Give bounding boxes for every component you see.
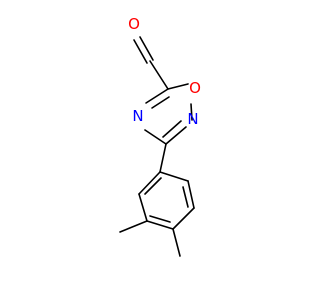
methyl-bond-upper [119,220,148,233]
molecule-drawing: O O N N [119,15,201,257]
ring-nitrogen-lower-label: N [187,110,198,128]
benzene-bond-3 [172,207,195,230]
ring-oxygen-label: O [189,79,201,97]
bonds [119,36,195,257]
aldehyde-c-ring-bond [149,60,169,90]
benzene-bond-5 [138,193,148,222]
methyl-bond-lower [172,228,181,257]
ring-n2-c3-bond-b [162,120,182,138]
ring-n4-c5-bond-a [145,88,169,104]
ring-o1-n2-bond [190,103,193,121]
benzene-bond-2-inner [182,186,189,208]
carbonyl-oxygen-label: O [128,15,140,33]
ring-c3-n4-bond [144,129,167,145]
benzene-bond-6-inner [144,177,162,195]
structure-canvas: O O N N [119,15,201,257]
ring-aryl-bond [159,143,167,173]
benzene-bond-4 [146,220,174,230]
aldehyde-co-bond-a [139,36,154,61]
ring-c5-o1-bond [167,83,189,90]
ring-n2-c3-bond-a [165,126,187,145]
ring-nitrogen-upper-label: N [132,107,143,125]
benzene-bond-4-inner [149,215,171,223]
benzene-bond-1 [159,171,189,182]
aldehyde-co-bond-b [133,39,148,64]
ring-n4-c5-bond-b [151,96,170,109]
benzene-bond-6 [138,171,161,195]
benzene-bond-2 [187,180,195,209]
